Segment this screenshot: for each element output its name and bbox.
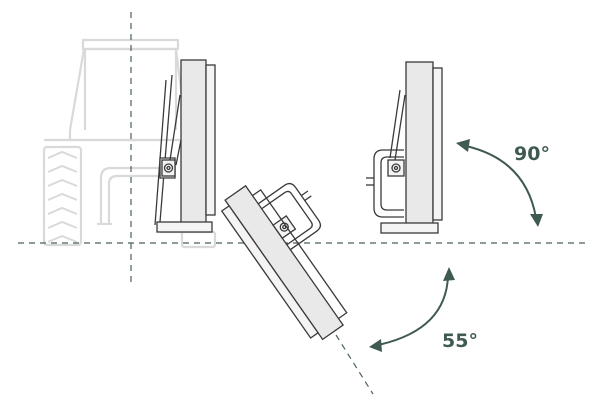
reference-axes: [18, 12, 585, 395]
angle-label-55: 55°: [442, 330, 478, 352]
angle-arrow-55: [369, 267, 455, 352]
angle-label-90: 90°: [514, 143, 550, 165]
tilt-axis: [335, 334, 374, 395]
mower-tilted: [220, 182, 348, 341]
angle-arrow-90: [456, 139, 543, 227]
mower-upright: [366, 61, 443, 234]
mower-attached: [154, 59, 216, 233]
